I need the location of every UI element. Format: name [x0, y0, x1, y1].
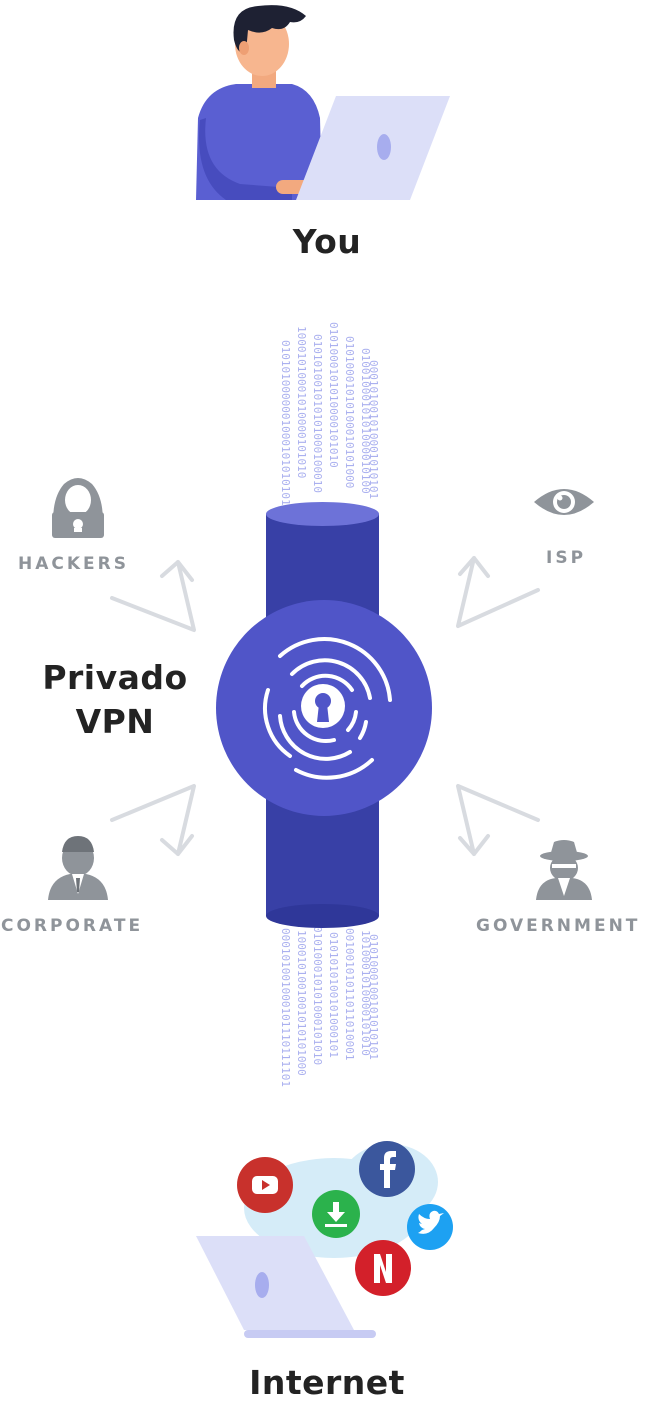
vpn-lock-emblem — [216, 600, 432, 816]
hackers-label: HACKERS — [18, 554, 129, 574]
netflix-icon — [355, 1240, 411, 1296]
laptop-icon — [196, 1236, 354, 1330]
binary-column: 0100100010101000010100 — [359, 348, 372, 494]
twitter-icon — [407, 1204, 453, 1250]
binary-column: 0101010100101000101 — [327, 932, 340, 1058]
binary-column: 1010001010000101010 — [359, 930, 372, 1056]
youtube-icon — [237, 1157, 293, 1213]
vpn-label-line2: VPN — [75, 702, 155, 741]
vpn-label: Privado VPN — [30, 656, 200, 744]
spy-icon — [536, 840, 592, 900]
binary-column: 10001010001010000101010 — [295, 326, 308, 478]
internet-illustration — [196, 1141, 453, 1338]
isp-label: ISP — [546, 548, 587, 568]
binary-column: 010101001010101000100010 — [311, 334, 324, 493]
businessman-icon — [48, 836, 108, 900]
binary-column: 000101001000101110111101 — [279, 928, 292, 1087]
arrow-hackers — [110, 560, 196, 632]
corporate-label: CORPORATE — [1, 916, 144, 936]
download-icon — [312, 1190, 360, 1238]
deflection-arrows — [110, 556, 540, 856]
arrow-government — [456, 784, 540, 856]
binary-column: 010100010101000101010 — [311, 926, 324, 1065]
user-illustration — [196, 5, 450, 200]
binary-column: 1000101001001010101000 — [295, 930, 308, 1076]
hacker-icon — [52, 478, 104, 538]
facebook-icon — [359, 1141, 415, 1197]
binary-column: 00100101011011010001 — [343, 928, 356, 1060]
arrow-isp — [456, 556, 540, 628]
arrow-corporate — [110, 784, 196, 856]
eye-icon — [534, 489, 594, 515]
binary-column: 01010001010100010101000 — [343, 336, 356, 488]
binary-column: 0101010000001000101010101 — [279, 340, 292, 506]
vpn-label-line1: Privado — [42, 658, 188, 697]
government-label: GOVERNMENT — [476, 916, 641, 936]
you-label: You — [292, 222, 362, 261]
binary-column: 0101000101010000101010 — [327, 322, 340, 468]
internet-label: Internet — [249, 1363, 405, 1402]
binary-column: 0101000100101010101 — [367, 934, 380, 1060]
binary-column: 000101001010001010101 — [367, 360, 380, 499]
